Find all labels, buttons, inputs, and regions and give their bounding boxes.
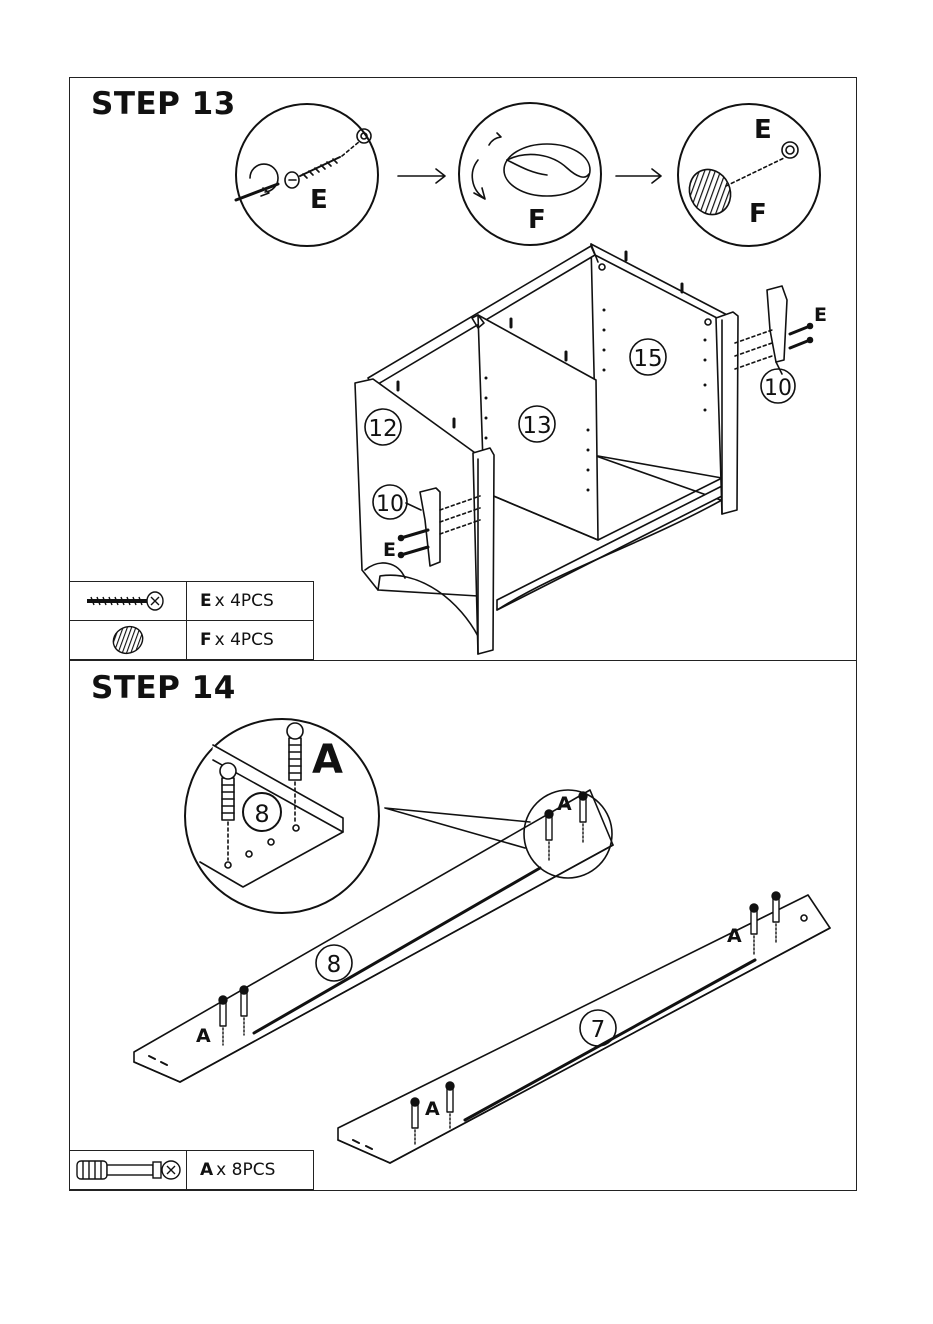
bolt-label-a-rail7-right: A [727, 925, 742, 947]
label-screw-e-left: E [383, 539, 396, 561]
zoom-detail-circle [185, 719, 379, 913]
part-label-15: 15 [633, 346, 662, 372]
bolt-label-a-rail8-right: A [557, 793, 572, 815]
bolt-label-a-rail7-left: A [425, 1098, 440, 1120]
part-label-7: 7 [591, 1017, 606, 1043]
part-quantity: x 4PCS [215, 630, 274, 650]
cabinet-assembly [355, 244, 813, 654]
part-letter: A [200, 1160, 213, 1180]
parts-icon-cell [70, 621, 187, 660]
part-label-13: 13 [522, 413, 551, 439]
callout-result-f: F [749, 199, 767, 229]
callout-screw-e: E [310, 185, 328, 215]
part-quantity: x 4PCS [215, 591, 274, 611]
part-quantity: x 8PCS [216, 1160, 275, 1180]
parts-icon-cell [70, 582, 187, 621]
callout-cap-f: F [528, 205, 546, 235]
zoom-bolt-label-a: A [312, 737, 343, 783]
cam-bolt-icon [73, 1155, 183, 1185]
arrow-right-icon [616, 169, 661, 183]
callout-result-e: E [754, 115, 772, 145]
detail-circle-screw [236, 104, 378, 246]
part-label-10-left: 10 [376, 492, 404, 517]
parts-icon-cell [70, 1151, 187, 1190]
screw-icon [83, 589, 173, 613]
part-label-8: 8 [327, 952, 342, 978]
zoom-part-label-8: 8 [254, 800, 269, 828]
part-letter: E [200, 591, 212, 611]
part-label-10-right: 10 [764, 376, 792, 401]
part-label-12: 12 [368, 416, 397, 442]
bolt-label-a-rail8-left: A [196, 1025, 211, 1047]
arrow-right-icon [398, 169, 445, 183]
label-screw-e-right: E [814, 304, 827, 326]
part-letter: F [200, 630, 212, 650]
cap-icon [108, 624, 148, 656]
